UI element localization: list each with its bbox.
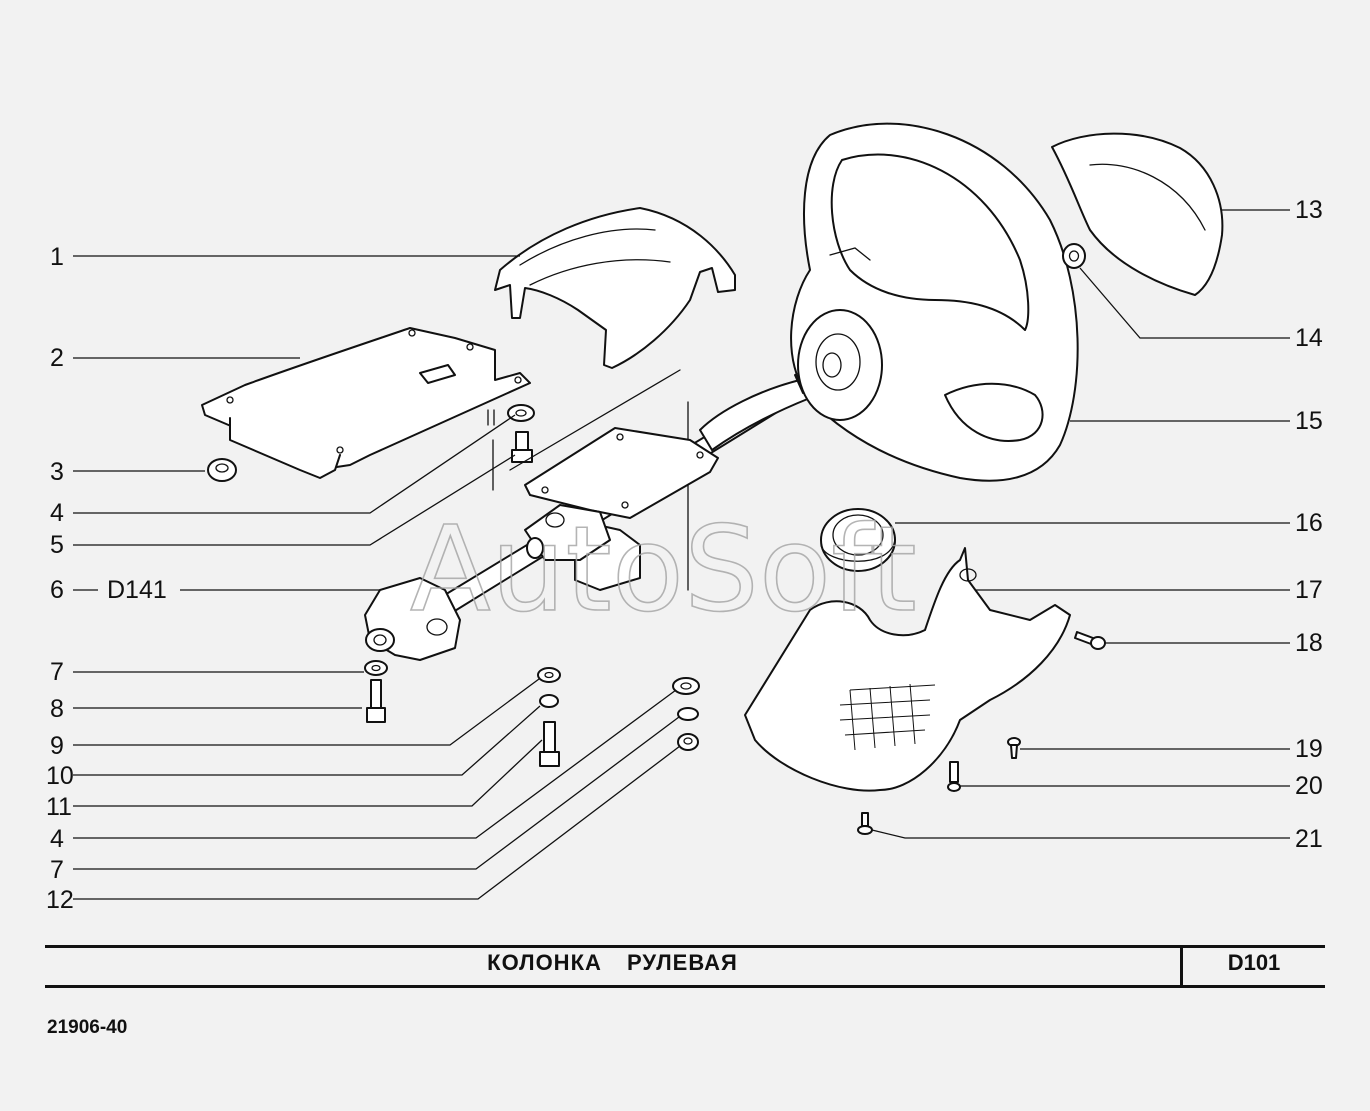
nut-part-14 xyxy=(1062,243,1086,269)
callout-11: 11 xyxy=(46,793,72,821)
callout-16: 16 xyxy=(1295,509,1323,537)
nut-part-3 xyxy=(207,458,237,482)
callout-5: 5 xyxy=(50,531,64,559)
page-title: КОЛОНКА РУЛЕВАЯ xyxy=(487,950,738,975)
callout-3: 3 xyxy=(50,458,64,486)
mounting-bracket-part xyxy=(201,327,531,479)
steering-wheel-part xyxy=(790,122,1079,482)
callout-8: 8 xyxy=(50,695,64,723)
screw-part-18 xyxy=(1074,631,1106,650)
upper-shroud-part xyxy=(494,207,736,369)
callout-1: 1 xyxy=(50,243,64,271)
callout-7b: 7 xyxy=(50,856,64,884)
callout-4b: 4 xyxy=(50,825,64,853)
washer-bolt-part-7-8 xyxy=(364,660,388,723)
callout-14: 14 xyxy=(1295,324,1323,352)
callout-20: 20 xyxy=(1295,772,1323,800)
screw-part-20 xyxy=(947,761,961,792)
cardan-joint-part xyxy=(364,504,611,661)
callout-15: 15 xyxy=(1295,407,1323,435)
callout-19: 19 xyxy=(1295,735,1323,763)
lower-shroud-part xyxy=(744,547,1071,792)
ring-part-16 xyxy=(820,508,896,572)
title-divider xyxy=(1180,945,1183,988)
callout-18: 18 xyxy=(1295,629,1323,657)
callout-12: 12 xyxy=(46,886,74,914)
leader-lines xyxy=(73,209,1290,900)
callout-6-ref: D141 xyxy=(107,576,167,604)
callout-17: 17 xyxy=(1295,576,1323,604)
washer-bolt-part-4-5 xyxy=(507,404,535,463)
callout-2: 2 xyxy=(50,344,64,372)
screw-part-21 xyxy=(857,812,873,835)
column-bracket-part xyxy=(524,427,719,591)
callout-10: 10 xyxy=(46,762,74,790)
callout-6: 6 xyxy=(50,576,64,604)
title-bar xyxy=(45,945,1325,988)
page-code: D101 xyxy=(1227,950,1281,975)
callout-21: 21 xyxy=(1295,825,1323,853)
fastener-set-9-10-11 xyxy=(537,667,561,767)
screw-part-19 xyxy=(1007,737,1021,759)
callout-9: 9 xyxy=(50,732,64,760)
callout-7a: 7 xyxy=(50,658,64,686)
horn-pad-part xyxy=(1051,132,1224,296)
callout-13: 13 xyxy=(1295,196,1323,224)
model-code: 21906-40 xyxy=(47,1017,128,1038)
callout-labels: 1 2 3 4 5 6 D141 7 8 9 10 11 4 7 12 13 1… xyxy=(46,196,1323,914)
watermark: AutoSoft xyxy=(410,500,917,638)
fastener-set-4-7-12 xyxy=(672,677,700,751)
callout-4a: 4 xyxy=(50,499,64,527)
